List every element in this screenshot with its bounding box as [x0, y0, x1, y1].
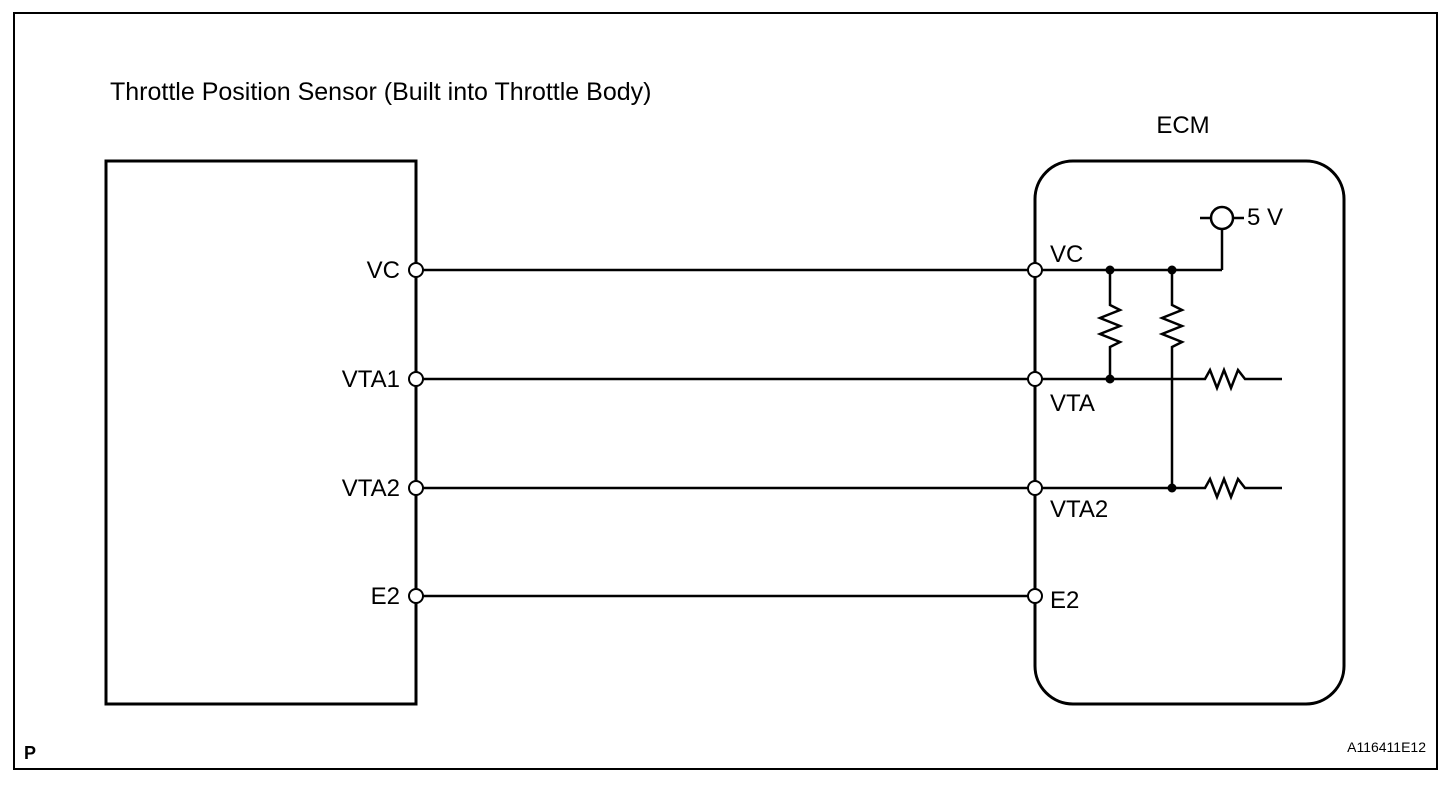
sensor-vc-terminal — [408, 262, 424, 278]
supply-5v-icon — [1209, 205, 1235, 231]
sensor-vta1-terminal — [408, 371, 424, 387]
sensor-vta2-terminal — [408, 480, 424, 496]
resistor-vta2-pullup-icon — [1158, 270, 1186, 488]
sensor-vta1-label: VTA1 — [342, 366, 400, 393]
sensor-title: Throttle Position Sensor (Built into Thr… — [110, 78, 651, 106]
resistor-vta-series-icon — [1042, 366, 1282, 392]
ecm-vta-terminal — [1027, 371, 1043, 387]
page-marker: P — [24, 743, 36, 763]
ecm-vc-label: VC — [1050, 241, 1083, 268]
ecm-internal-circuit: 5 V — [1042, 204, 1283, 501]
ecm-e2-label: E2 — [1050, 587, 1079, 614]
resistor-vta-pullup-icon — [1096, 270, 1124, 379]
figure-frame — [13, 12, 1438, 770]
supply-5v-label: 5 V — [1247, 204, 1283, 231]
ecm-vta-label: VTA — [1050, 390, 1095, 417]
ecm-vta2-terminal — [1027, 480, 1043, 496]
ecm-vta2-label: VTA2 — [1050, 496, 1108, 523]
sensor-e2-label: E2 — [371, 583, 400, 610]
figure-reference: A116411E12 — [1347, 739, 1426, 755]
ecm-vc-terminal — [1027, 262, 1043, 278]
ecm-box — [1033, 159, 1346, 706]
ecm-label: ECM — [1156, 112, 1209, 139]
sensor-vc-label: VC — [367, 257, 400, 284]
sensor-e2-terminal — [408, 588, 424, 604]
throttle-position-sensor-box — [104, 159, 418, 706]
resistor-vta2-series-icon — [1042, 475, 1282, 501]
sensor-vta2-label: VTA2 — [342, 475, 400, 502]
ecm-e2-terminal — [1027, 588, 1043, 604]
